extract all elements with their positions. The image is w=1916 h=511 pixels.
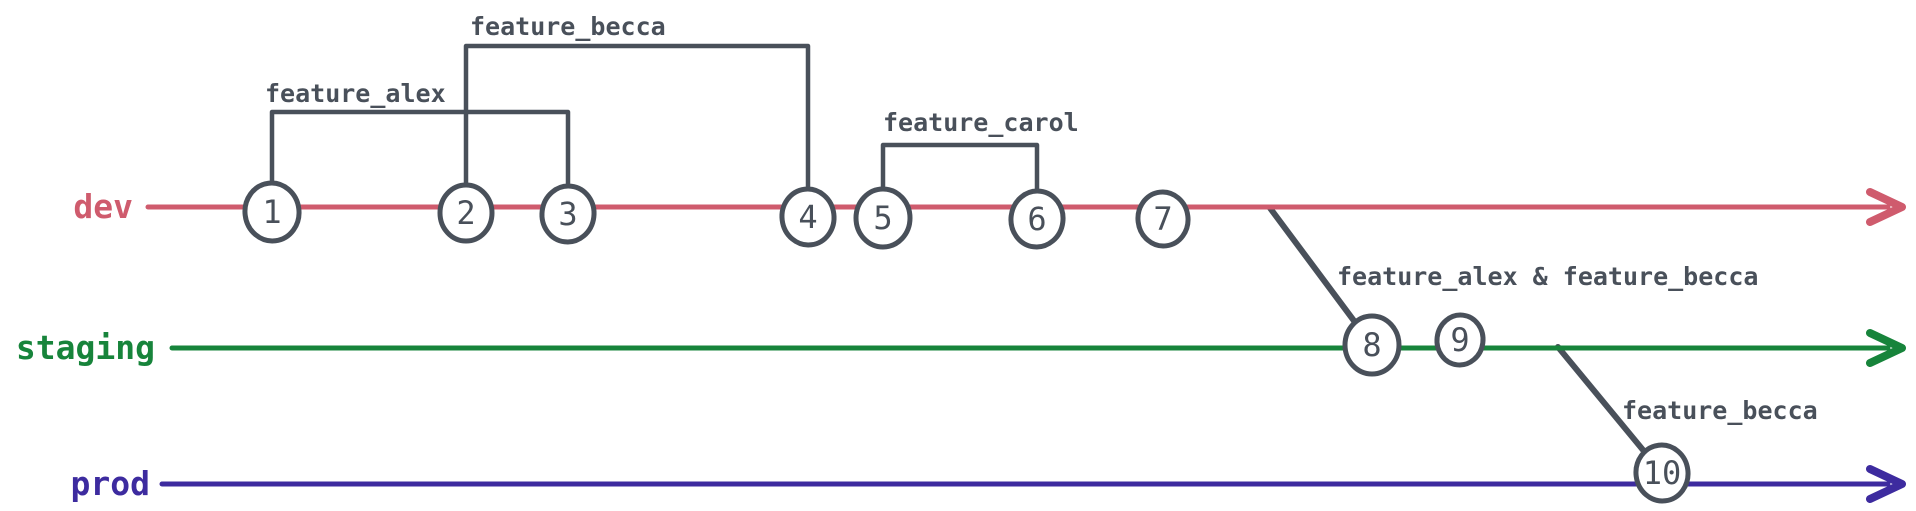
feature-bracket-feature_alex xyxy=(269,109,571,189)
dev-arrow-icon xyxy=(1866,188,1906,226)
commit-node-5 xyxy=(853,186,913,250)
commit-label-6: 6 xyxy=(1027,200,1046,238)
commit-label-7: 7 xyxy=(1153,200,1172,238)
commit-label-5: 5 xyxy=(873,199,892,237)
feature-bracket-label: feature_carol xyxy=(883,108,1079,137)
commit-node-8 xyxy=(1342,313,1402,377)
commit-node-2 xyxy=(437,182,495,244)
branch-label-prod: prod xyxy=(71,464,150,503)
feature-bracket-label: feature_alex xyxy=(265,79,446,108)
commit-node-10 xyxy=(1633,442,1691,504)
feature-bracket-feature_carol xyxy=(880,142,1040,194)
commit-label-3: 3 xyxy=(558,195,577,233)
feature-bracket-label: feature_becca xyxy=(470,12,666,41)
commit-node-7 xyxy=(1135,189,1191,249)
commit-label-8: 8 xyxy=(1362,326,1381,364)
branch-label-staging: staging xyxy=(16,328,155,367)
commit-label-10: 10 xyxy=(1643,454,1682,492)
commit-node-1 xyxy=(242,180,302,244)
staging-arrow-icon xyxy=(1866,329,1906,367)
feature-bracket-feature_becca xyxy=(463,43,811,192)
merge-label: feature_becca xyxy=(1622,396,1818,425)
commit-node-3 xyxy=(539,183,597,245)
commit-node-9 xyxy=(1434,312,1486,368)
merge-line-to-8 xyxy=(1267,205,1358,324)
prod-arrow-icon xyxy=(1866,465,1906,503)
commit-label-4: 4 xyxy=(798,198,817,236)
commit-label-1: 1 xyxy=(262,193,281,231)
branch-label-dev: dev xyxy=(73,187,133,226)
commit-node-6 xyxy=(1008,188,1066,250)
commit-label-9: 9 xyxy=(1450,321,1469,359)
commit-node-4 xyxy=(779,186,837,248)
commit-label-2: 2 xyxy=(456,194,475,232)
merge-label: feature_alex & feature_becca xyxy=(1337,262,1758,291)
merge-line-to-10 xyxy=(1555,344,1647,454)
